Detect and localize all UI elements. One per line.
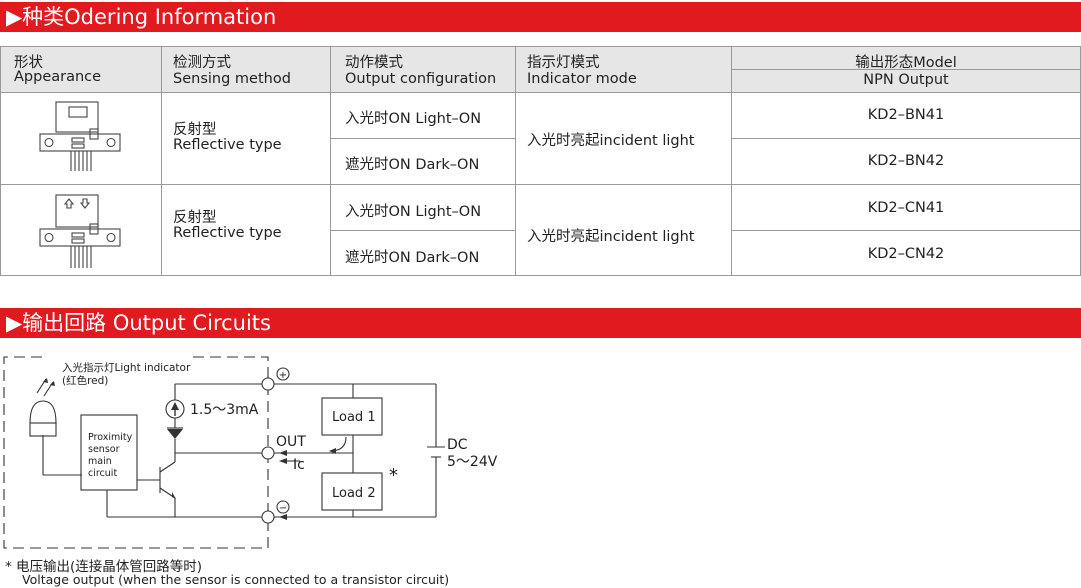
config-dark-on: 遮光时ON Dark–ON xyxy=(345,157,480,173)
model-kd2-cn41: KD2–CN41 xyxy=(867,200,945,216)
dc-range: 5～24V xyxy=(447,454,498,470)
model-kd2-bn42: KD2–BN42 xyxy=(867,153,945,169)
main-circuit-label-2: sensor xyxy=(88,444,120,455)
indicator-mode: 入光时亮起incident light xyxy=(527,229,695,245)
header-config-en: Output configuration xyxy=(345,71,497,87)
asterisk-mark: * xyxy=(389,465,398,486)
header-indicator-en: Indicator mode xyxy=(527,71,637,87)
reflective-sensor-arrows-icon xyxy=(39,194,121,268)
ic-label: Ic xyxy=(293,457,305,473)
section-title-ordering: ▶种类Odering Information xyxy=(0,2,1081,32)
load2-label: Load 2 xyxy=(332,486,376,501)
method-cn: 反射型 xyxy=(173,210,217,226)
config-light-on: 入光时ON Light–ON xyxy=(345,111,482,127)
model-kd2-cn42: KD2–CN42 xyxy=(867,246,945,262)
light-indicator-label: 入光指示灯Light indicator xyxy=(62,361,191,374)
header-sensing-cn: 检测方式 xyxy=(173,55,231,71)
header-appearance-cn: 形状 xyxy=(14,55,43,71)
footnote-en: Voltage output (when the sensor is conne… xyxy=(22,572,450,587)
header-config-cn: 动作模式 xyxy=(345,55,403,71)
indicator-mode: 入光时亮起incident light xyxy=(527,133,695,149)
main-circuit-label-1: Proximity xyxy=(88,432,133,443)
dc-label: DC xyxy=(447,437,468,453)
load1-label: Load 1 xyxy=(332,410,376,425)
header-npn-output: NPN Output xyxy=(863,72,949,88)
current-label: 1.5～3mA xyxy=(190,402,259,418)
section-title-output-circuits: ▶输出回路 Output Circuits xyxy=(0,308,1081,338)
ordering-table: 形状 Appearance 检测方式 Sensing method 动作模式 O… xyxy=(0,46,1081,276)
header-model: 输出形态Model xyxy=(855,55,957,71)
main-circuit-label-4: circuit xyxy=(88,468,117,479)
method-en: Reflective type xyxy=(173,225,282,241)
header-appearance-en: Appearance xyxy=(14,69,102,85)
header-sensing-en: Sensing method xyxy=(173,71,291,87)
minus-terminal: − xyxy=(279,503,287,514)
output-circuit-diagram: 入光指示灯Light indicator (红色red) Proximity s… xyxy=(3,356,498,549)
plus-terminal: + xyxy=(279,370,287,381)
config-light-on: 入光时ON Light–ON xyxy=(345,204,482,220)
main-circuit-label-3: main xyxy=(88,456,112,467)
method-en: Reflective type xyxy=(173,137,282,153)
config-dark-on: 遮光时ON Dark–ON xyxy=(345,250,480,266)
model-kd2-bn41: KD2–BN41 xyxy=(867,107,945,123)
reflective-sensor-window-icon xyxy=(39,101,121,171)
out-label: OUT xyxy=(276,434,306,450)
header-indicator-cn: 指示灯模式 xyxy=(527,55,600,71)
footnote-cn: * 电压输出(连接晶体管回路等时) xyxy=(5,559,203,575)
light-indicator-color: (红色red) xyxy=(62,374,108,387)
method-cn: 反射型 xyxy=(173,122,217,138)
